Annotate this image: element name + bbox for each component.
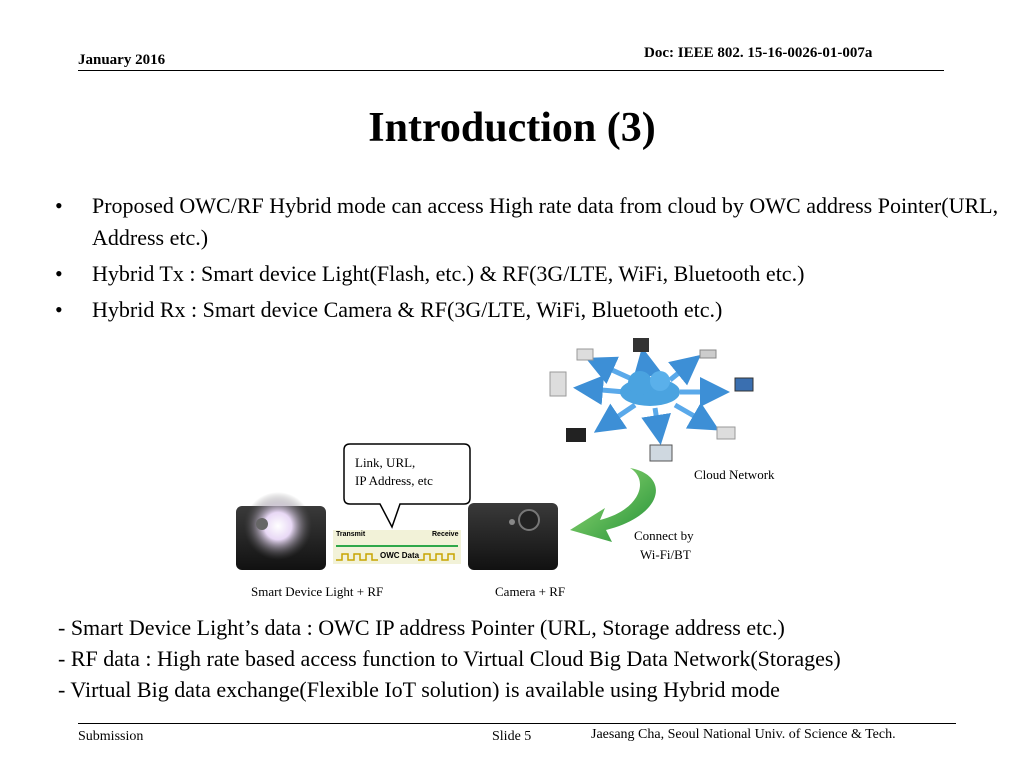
bullet-item: • Hybrid Rx : Smart device Camera & RF(3G… [55,294,1015,326]
hybrid-diagram [236,338,754,570]
flash-light-icon [244,492,312,560]
notes-block: - Smart Device Light’s data : OWC IP add… [58,612,841,705]
bullet-item: • Hybrid Tx : Smart device Light(Flash, e… [55,258,1015,290]
bullet-text: Hybrid Rx : Smart device Camera & RF(3G/… [92,297,723,322]
strip-transmit-label: Transmit [336,531,366,538]
server-icon [549,371,567,397]
owc-data-strip [333,530,461,564]
bullet-list: • Proposed OWC/RF Hybrid mode can access … [55,190,1015,330]
cloud-caption: Cloud Network [694,467,775,482]
bullet-marker: • [55,261,63,286]
camera-phone [468,503,558,570]
strip-receive-label: Receive [432,531,459,538]
slide-title: Introduction (3) [368,105,656,151]
header-rule [78,70,944,71]
connect-caption-2: Wi-Fi/BT [640,547,691,562]
tablet-icon [566,428,586,442]
footer-slide-number: Slide 5 [492,729,532,744]
network-arrows [573,347,730,445]
note-line: - RF data : High rate based access funct… [58,646,841,671]
header-doc-id: Doc: IEEE 802. 15-16-0026-01-007a [644,45,873,61]
bullet-text: Proposed OWC/RF Hybrid mode can access H… [92,193,999,250]
bubble-line-1: Link, URL, [355,455,416,470]
router-icon [576,348,594,361]
bullet-marker: • [55,297,63,322]
right-phone-caption: Camera + RF [495,584,566,599]
connect-arrow-icon [570,468,656,542]
header-date: January 2016 [78,52,166,68]
footer-author: Jaesang Cha, Seoul National Univ. of Sci… [591,727,896,742]
camera-icon [518,509,540,531]
cloud-icon [620,371,680,406]
footer-submission: Submission [78,729,144,744]
note-line: - Smart Device Light’s data : OWC IP add… [58,615,785,640]
bullet-marker: • [55,193,63,218]
wifi-router-icon [699,349,717,359]
bullet-text: Hybrid Tx : Smart device Light(Flash, et… [92,261,805,286]
bullet-item: • Proposed OWC/RF Hybrid mode can access … [55,190,1015,254]
note-line: - Virtual Big data exchange(Flexible IoT… [58,677,780,702]
footer-rule [78,723,956,724]
strip-owc-label: OWC Data [380,551,420,560]
link-bubble [343,443,471,529]
laptop-icon [734,377,754,392]
scanner-icon [716,426,736,440]
camera-lens-icon [256,518,268,530]
smart-device-light-phone [236,492,326,570]
connect-caption-1: Connect by [634,528,694,543]
left-phone-caption: Smart Device Light + RF [251,584,384,599]
cloud-network-graphic [549,338,754,462]
bubble-line-2: IP Address, etc [355,473,433,488]
printer-icon [633,338,649,352]
signal-wave-icon [336,553,455,561]
notebook-icon [649,444,673,462]
